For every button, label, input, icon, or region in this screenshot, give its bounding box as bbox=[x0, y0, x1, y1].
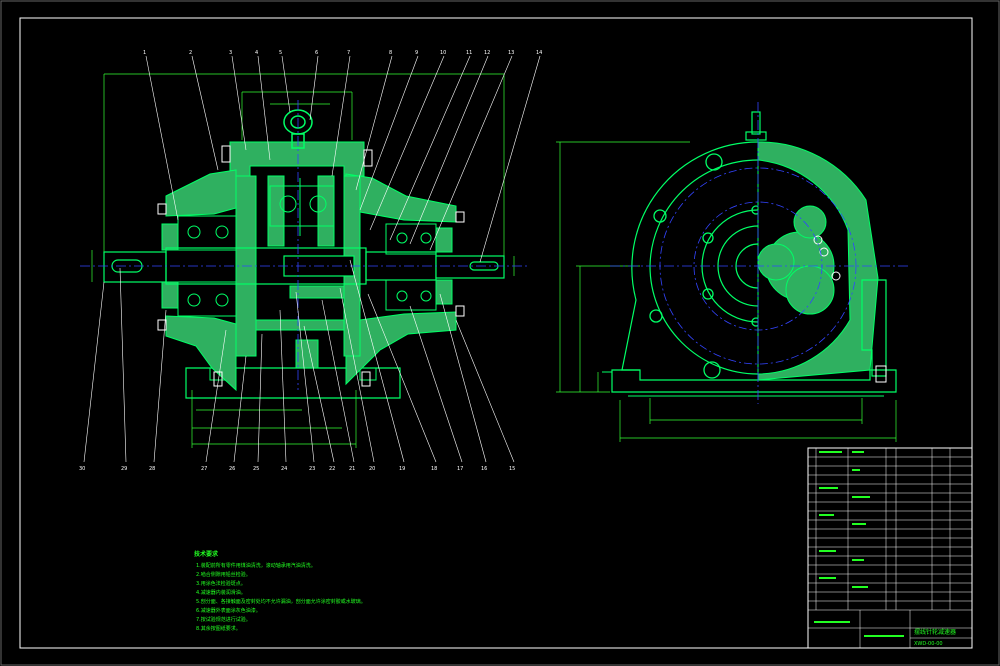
balloon-label: 20 bbox=[369, 466, 375, 472]
balloon-label: 10 bbox=[440, 50, 446, 56]
balloon-label: 7 bbox=[347, 50, 350, 56]
note-line: 7.按试验规范进行试验。 bbox=[196, 616, 251, 623]
drawing-number: XWD-00-00 bbox=[914, 641, 943, 647]
balloon-label: 9 bbox=[415, 50, 418, 56]
balloon-label: 18 bbox=[431, 466, 437, 472]
balloon-label: 11 bbox=[466, 50, 472, 56]
balloon-label: 2 bbox=[189, 50, 192, 56]
balloon-label: 26 bbox=[229, 466, 235, 472]
balloon-label: 21 bbox=[349, 466, 355, 472]
balloon-label: 12 bbox=[484, 50, 490, 56]
balloon-label: 4 bbox=[255, 50, 258, 56]
balloon-label: 27 bbox=[201, 466, 207, 472]
parts-table-grid bbox=[808, 448, 972, 648]
note-line: 4.减速器内装润滑油。 bbox=[196, 589, 246, 596]
shafts bbox=[103, 247, 505, 285]
section-view: 1 2 3 4 5 6 7 8 9 10 11 12 13 14 30 29 2… bbox=[79, 50, 542, 472]
bearings bbox=[177, 178, 437, 317]
balloon-label: 22 bbox=[329, 466, 335, 472]
end-view-dimensions bbox=[556, 141, 897, 442]
end-view bbox=[556, 102, 910, 442]
end-view-centerlines bbox=[610, 102, 910, 404]
top-leaders bbox=[145, 55, 541, 263]
technical-notes: 技术要求 1.装配前所有零件用煤油清洗，滚动轴承用汽油清洗。 2.啮合侧隙用铅丝… bbox=[194, 550, 366, 632]
balloon-label: 23 bbox=[309, 466, 315, 472]
balloon-label: 13 bbox=[508, 50, 514, 56]
balloon-label: 6 bbox=[315, 50, 318, 56]
note-line: 8.其余按图纸要求。 bbox=[196, 625, 241, 632]
section-centerlines bbox=[80, 100, 530, 390]
balloon-label: 19 bbox=[399, 466, 405, 472]
balloon-label: 5 bbox=[279, 50, 282, 56]
balloon-label: 14 bbox=[536, 50, 542, 56]
drawing-title: 摆线针轮减速器 bbox=[914, 628, 956, 636]
title-block: 摆线针轮减速器 XWD-00-00 bbox=[807, 447, 973, 649]
bolts bbox=[157, 145, 465, 387]
top-balloon-labels: 1 2 3 4 5 6 7 8 9 10 11 12 13 14 bbox=[143, 50, 542, 56]
balloon-label: 8 bbox=[389, 50, 392, 56]
note-line: 6.减速器外表面涂灰色油漆。 bbox=[196, 607, 261, 614]
vent-plug bbox=[745, 111, 767, 141]
note-line: 2.啮合侧隙用铅丝检验。 bbox=[196, 571, 251, 578]
drawing-frame bbox=[19, 17, 973, 649]
note-line: 1.装配前所有零件用煤油清洗，滚动轴承用汽油清洗。 bbox=[196, 562, 316, 569]
end-view-right-half bbox=[757, 141, 887, 383]
bottom-leaders bbox=[83, 259, 515, 463]
parts-table-entries bbox=[814, 451, 904, 637]
note-line: 3.用涂色法检验斑点。 bbox=[196, 580, 246, 587]
balloon-label: 16 bbox=[481, 466, 487, 472]
balloon-label: 25 bbox=[253, 466, 259, 472]
section-dimensions bbox=[91, 73, 515, 448]
balloon-label: 30 bbox=[79, 466, 85, 472]
note-line: 5.剖分面、各接触面及密封处均不允许漏油，剖分面允许涂密封胶或水玻璃。 bbox=[196, 598, 366, 605]
balloon-label: 15 bbox=[509, 466, 515, 472]
balloon-label: 1 bbox=[143, 50, 146, 56]
balloon-label: 24 bbox=[281, 466, 287, 472]
end-view-bolt-holes bbox=[649, 153, 761, 379]
bottom-balloon-labels: 30 29 28 27 26 25 24 23 22 21 20 19 18 1… bbox=[79, 466, 515, 472]
notes-heading: 技术要求 bbox=[194, 550, 219, 558]
balloon-label: 29 bbox=[121, 466, 127, 472]
balloon-label: 28 bbox=[149, 466, 155, 472]
balloon-label: 3 bbox=[229, 50, 232, 56]
balloon-label: 17 bbox=[457, 466, 463, 472]
